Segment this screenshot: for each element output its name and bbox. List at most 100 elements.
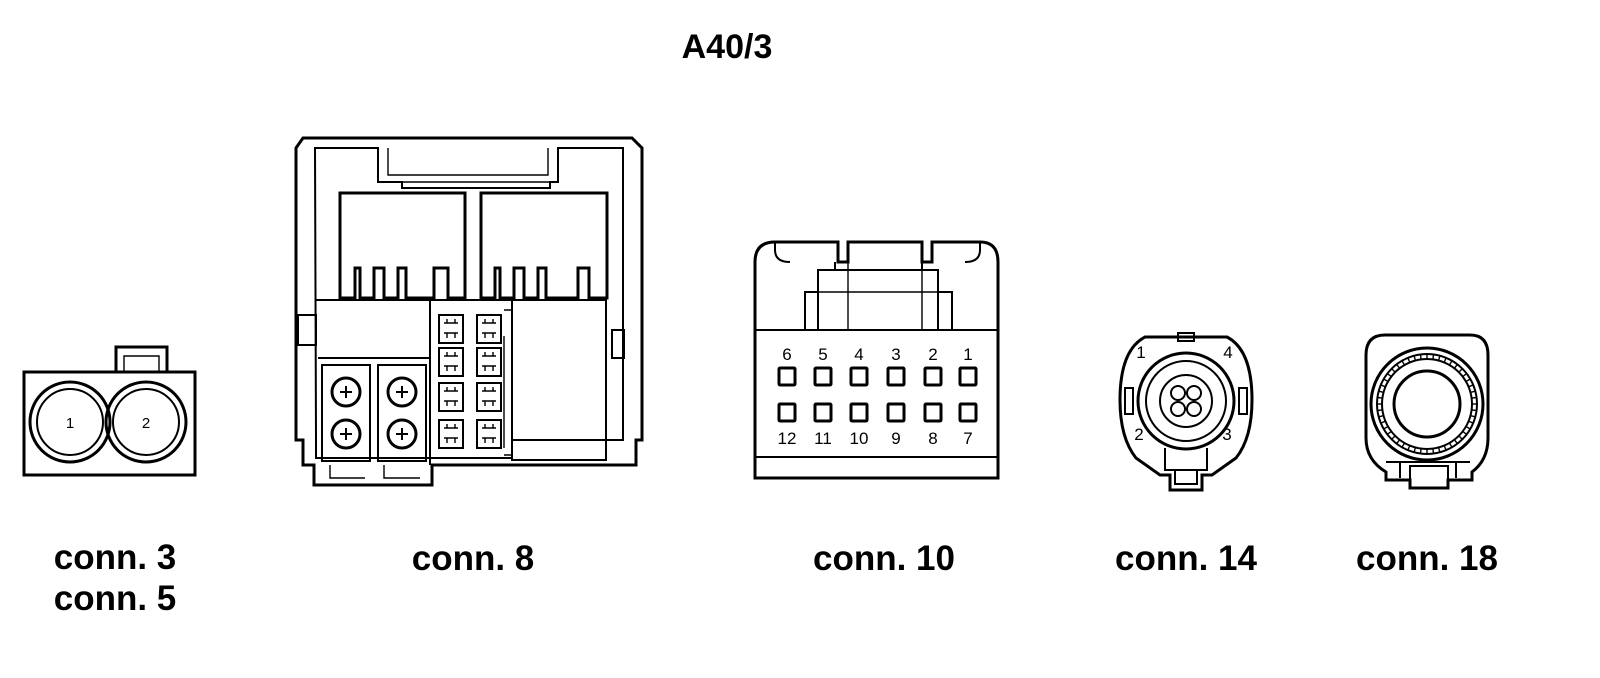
knurl-tick bbox=[1462, 430, 1468, 435]
conn14-pin-1-label: 1 bbox=[1136, 343, 1145, 362]
knurl-tick bbox=[1396, 363, 1401, 369]
knurl-tick bbox=[1391, 435, 1396, 440]
knurl-tick bbox=[1471, 396, 1477, 399]
small-pin-contact bbox=[444, 352, 458, 371]
small-pin-contact bbox=[482, 319, 496, 338]
conn10-pin-label: 10 bbox=[850, 429, 869, 448]
conn10-pin-label: 11 bbox=[814, 429, 832, 448]
small-pin-cavity bbox=[476, 347, 502, 377]
pin-cavity bbox=[777, 402, 797, 423]
pin-cavity bbox=[886, 366, 906, 387]
small-pin-contact bbox=[482, 424, 496, 443]
pin-cavity bbox=[958, 402, 978, 423]
knurl-tick bbox=[1468, 420, 1474, 424]
pin-cavity bbox=[886, 402, 906, 423]
knurl-tick bbox=[1448, 360, 1453, 366]
pin-cavity bbox=[923, 366, 943, 387]
knurl-tick bbox=[1437, 355, 1441, 361]
knurl-tick bbox=[1391, 368, 1396, 373]
conn10-pin-label: 3 bbox=[891, 345, 900, 364]
conn-3-label: conn. 3 bbox=[54, 538, 177, 577]
conn-14-label: conn. 14 bbox=[1115, 539, 1258, 578]
conn10-pin-label: 4 bbox=[854, 345, 863, 364]
knurl-tick bbox=[1458, 368, 1463, 373]
conn10-pin-label: 2 bbox=[928, 345, 937, 364]
knurl-tick bbox=[1383, 378, 1389, 383]
connector-14-drawing bbox=[1118, 332, 1254, 492]
knurl-tick bbox=[1468, 384, 1474, 388]
conn10-pin-label: 5 bbox=[818, 345, 827, 364]
knurl-tick bbox=[1453, 363, 1458, 369]
small-pin-cavity bbox=[476, 382, 502, 412]
knurl-tick bbox=[1419, 354, 1422, 360]
knurl-tick bbox=[1378, 414, 1384, 418]
connector-8-drawing bbox=[294, 136, 644, 487]
pin-cavity bbox=[777, 366, 797, 387]
small-pin-cavity bbox=[438, 382, 464, 412]
connector-3-5-drawing: 1 2 bbox=[22, 345, 197, 477]
knurl-tick bbox=[1470, 414, 1476, 418]
knurl-tick bbox=[1419, 448, 1422, 454]
knurl-tick bbox=[1407, 357, 1411, 363]
connector-10-drawing bbox=[753, 240, 1000, 480]
small-pin-cavity bbox=[476, 419, 502, 449]
knurl-tick bbox=[1462, 373, 1468, 378]
conn10-pin-label: 12 bbox=[778, 429, 797, 448]
knurl-tick bbox=[1465, 425, 1471, 430]
conn-18-label: conn. 18 bbox=[1356, 539, 1498, 578]
small-pin-contact bbox=[482, 387, 496, 406]
conn10-pin-label: 6 bbox=[782, 345, 791, 364]
knurl-tick bbox=[1377, 396, 1383, 399]
small-pin-contact bbox=[482, 352, 496, 371]
knurl-tick bbox=[1401, 442, 1406, 448]
small-pin-contact bbox=[444, 319, 458, 338]
knurl-tick bbox=[1432, 354, 1435, 360]
conn14-pin-2-label: 2 bbox=[1134, 425, 1143, 444]
pin-cavity bbox=[849, 402, 869, 423]
pin-cavity bbox=[849, 366, 869, 387]
conn10-pin-label: 7 bbox=[963, 429, 972, 448]
knurl-tick bbox=[1377, 409, 1383, 412]
small-pin-contact bbox=[444, 387, 458, 406]
connector-18-drawing bbox=[1364, 333, 1490, 490]
knurl-tick bbox=[1458, 435, 1463, 440]
knurl-tick bbox=[1383, 425, 1389, 430]
knurl-tick bbox=[1443, 357, 1447, 363]
pin-cavity bbox=[813, 402, 833, 423]
knurl-tick bbox=[1413, 355, 1417, 361]
conn3-pin-2-label: 2 bbox=[142, 415, 150, 432]
small-pin-cavity bbox=[438, 419, 464, 449]
conn3-pin-1-label: 1 bbox=[66, 415, 74, 432]
knurl-tick bbox=[1413, 447, 1417, 453]
small-pin-cavity bbox=[438, 347, 464, 377]
knurl-tick bbox=[1448, 442, 1453, 448]
knurl-tick bbox=[1437, 447, 1441, 453]
conn10-pin-label: 9 bbox=[891, 429, 900, 448]
conn10-pin-label: 1 bbox=[963, 345, 972, 364]
pin-cavity bbox=[923, 402, 943, 423]
conn14-pin-4-label: 4 bbox=[1223, 343, 1232, 362]
small-pin-cavity bbox=[438, 314, 464, 344]
conn14-pin-3-label: 3 bbox=[1222, 425, 1231, 444]
conn10-pin-label: 8 bbox=[928, 429, 937, 448]
knurl-tick bbox=[1378, 390, 1384, 394]
conn-5-label: conn. 5 bbox=[54, 579, 177, 618]
knurl-tick bbox=[1453, 439, 1458, 445]
knurl-tick bbox=[1401, 360, 1406, 366]
knurl-tick bbox=[1432, 448, 1435, 454]
knurl-tick bbox=[1396, 439, 1401, 445]
knurl-tick bbox=[1470, 390, 1476, 394]
conn-10-label: conn. 10 bbox=[813, 539, 955, 578]
small-pin-cavity bbox=[476, 314, 502, 344]
knurl-tick bbox=[1386, 430, 1392, 435]
knurl-tick bbox=[1471, 409, 1477, 412]
knurl-tick bbox=[1380, 384, 1386, 388]
knurl-tick bbox=[1407, 445, 1411, 451]
diagram-title: A40/3 bbox=[682, 28, 773, 66]
knurl-tick bbox=[1386, 373, 1392, 378]
knurl-tick bbox=[1443, 445, 1447, 451]
pin-cavity bbox=[813, 366, 833, 387]
conn-8-label: conn. 8 bbox=[412, 539, 535, 578]
knurl-tick bbox=[1465, 378, 1471, 383]
